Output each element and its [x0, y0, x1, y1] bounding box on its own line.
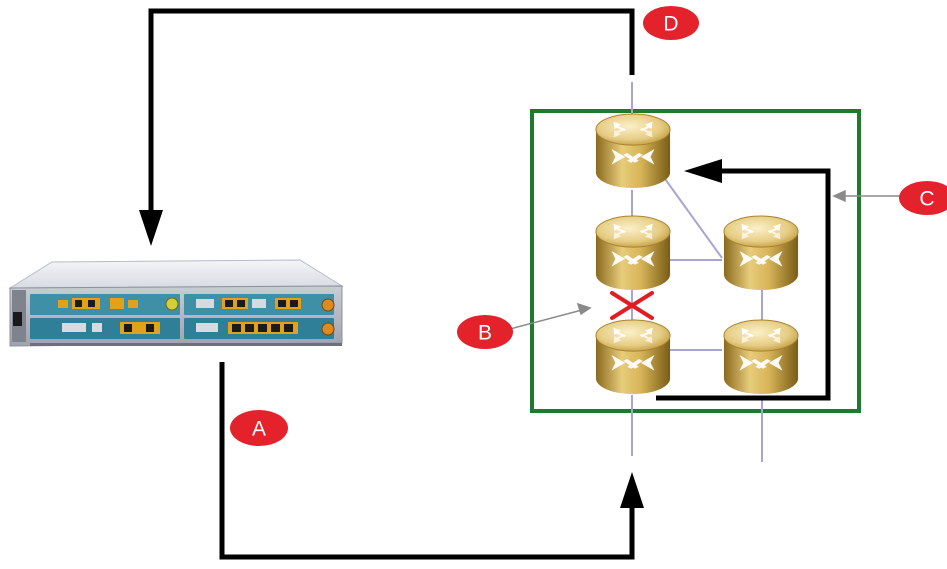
router-node-lower-left [595, 319, 671, 395]
reroute-path [656, 159, 831, 401]
router-node-lower-right [723, 319, 799, 395]
callout-a-label: A [252, 418, 266, 441]
ring-boundary-box [530, 109, 861, 413]
callout-b-label: B [478, 322, 492, 345]
pointer-c [832, 189, 900, 203]
callout-d: D [643, 6, 699, 40]
router-node-top [595, 113, 671, 189]
flow-path-a-to-ring [219, 362, 644, 560]
callout-d-label: D [663, 13, 678, 36]
callout-c: C [899, 181, 947, 215]
network-test-chassis-icon [8, 259, 344, 347]
callout-c-label: C [919, 188, 934, 211]
callout-b: B [457, 315, 513, 349]
fault-x-icon [610, 291, 654, 320]
router-node-upper-left [595, 215, 671, 291]
flow-path-d-to-instrument [139, 8, 635, 246]
router-node-upper-right [723, 215, 799, 291]
pointer-b [505, 302, 592, 331]
callout-a: A [230, 410, 288, 446]
